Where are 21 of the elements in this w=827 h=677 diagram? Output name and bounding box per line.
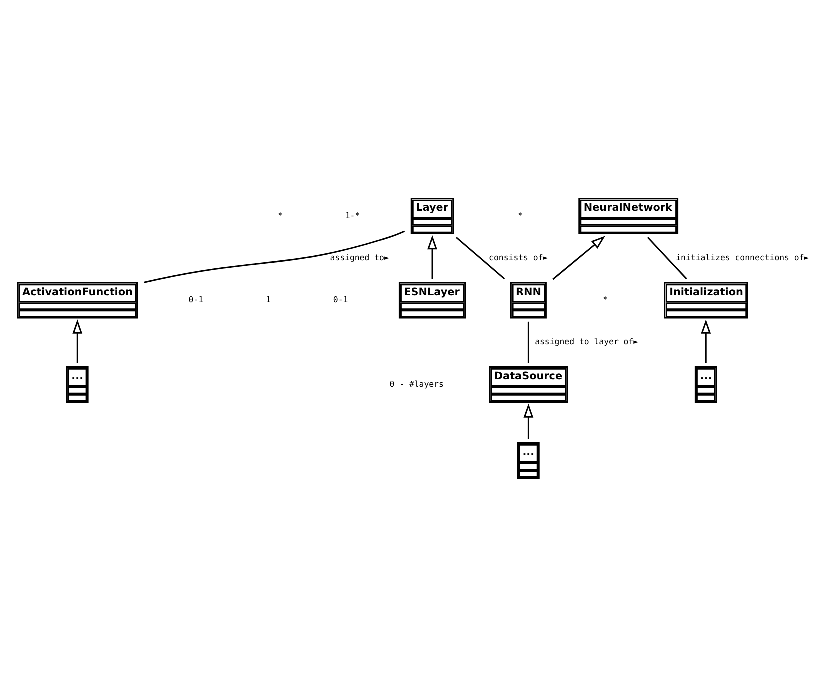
label: * [278,210,283,220]
label: * [518,210,523,220]
arrow [428,235,438,280]
edge-label: consists of► [489,252,548,262]
arrow [701,320,712,364]
connector [528,322,530,364]
label: 0-1 [333,294,348,305]
label: 0-1 [188,294,204,305]
arrow [72,320,83,364]
connector [647,237,688,280]
label: 1-* [345,210,360,220]
label: * [603,294,608,305]
edge-label: assigned to► [330,252,390,262]
edge-label: initializes connections of► [676,252,810,262]
connector [456,237,506,280]
arrow [552,236,606,280]
label: 0 - #layers [390,378,444,389]
connector [144,230,406,284]
label: 1 [266,294,271,305]
arrow [524,404,534,440]
edge-label: assigned to layer of► [535,336,639,347]
